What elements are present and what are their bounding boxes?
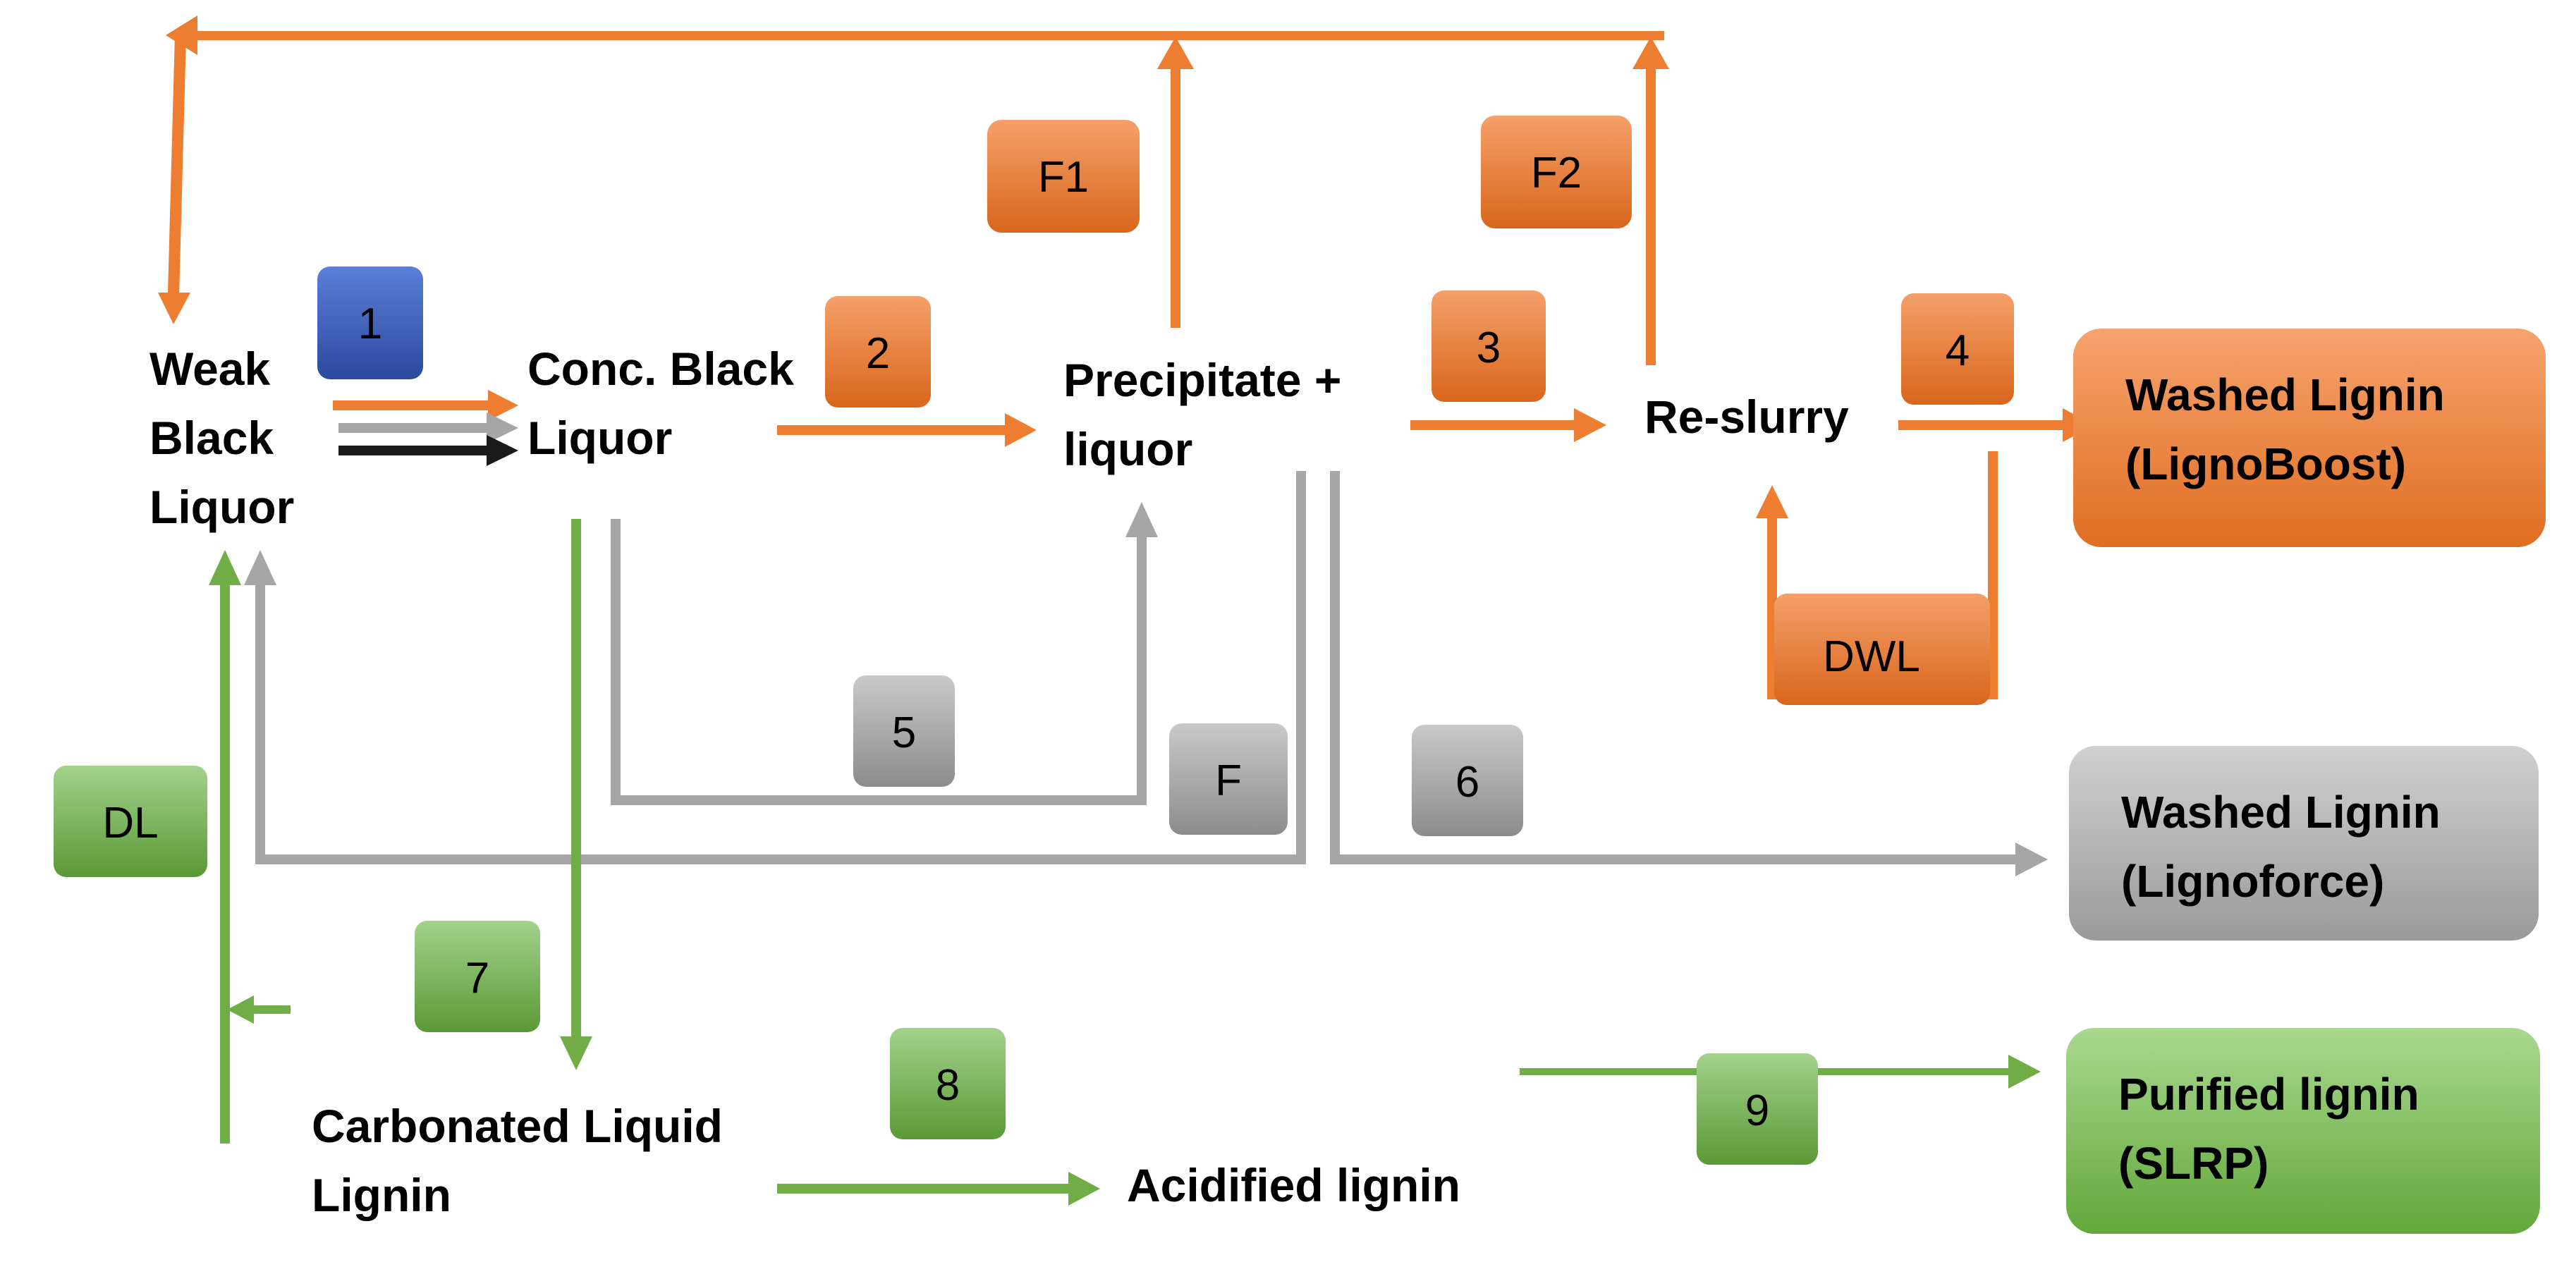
tag-8-label: 8 (936, 1061, 960, 1110)
product-slrp: Purified lignin (SLRP) (2066, 1028, 2540, 1234)
tag-9: 9 (1697, 1053, 1818, 1165)
tag-dwl: DWL (1774, 594, 1990, 705)
product-slrp-line-1: Purified lignin (2118, 1069, 2419, 1120)
tag-3-label: 3 (1477, 324, 1501, 372)
tag-dwl-label: DWL (1823, 632, 1920, 681)
tag-1: 1 (317, 267, 423, 379)
node-conc-line-2: Liquor (527, 412, 672, 464)
tag-7-label: 7 (465, 954, 489, 1003)
node-precipitate-liquor: Precipitate + liquor (1063, 354, 1341, 475)
tag-5: 5 (853, 675, 955, 787)
node-weak-black-liquor: Weak Black Liquor (149, 343, 294, 533)
product-lignoforce-line-2: (Lignoforce) (2121, 856, 2384, 907)
node-carb-line-2: Lignin (312, 1169, 451, 1221)
tag-2: 2 (825, 296, 931, 408)
product-lignoboost-line-2: (LignoBoost) (2125, 439, 2406, 489)
product-lignoboost-line-1: Washed Lignin (2125, 369, 2445, 420)
node-acidified-lignin: Acidified lignin (1127, 1159, 1460, 1211)
tag-9-label: 9 (1745, 1086, 1769, 1135)
product-lignoforce-line-1: Washed Lignin (2121, 787, 2441, 838)
tag-8: 8 (890, 1028, 1006, 1139)
node-weak-line-1: Weak (149, 343, 271, 395)
tag-f2-label: F2 (1531, 149, 1582, 197)
node-conc-black-liquor: Conc. Black Liquor (527, 343, 794, 464)
tag-5-label: 5 (892, 709, 916, 757)
tag-f2: F2 (1481, 116, 1632, 228)
node-weak-line-2: Black (149, 412, 274, 464)
gray-black-parallel-arrows (338, 412, 518, 466)
orange-process-arrows (333, 390, 2094, 699)
tag-6-label: 6 (1455, 758, 1479, 807)
product-lignoboost: Washed Lignin (LignoBoost) (2073, 329, 2546, 547)
node-precip-line-1: Precipitate + (1063, 354, 1341, 406)
node-re-slurry: Re-slurry (1644, 391, 1849, 443)
node-precip-line-2: liquor (1063, 423, 1192, 475)
tag-4-label: 4 (1946, 326, 1970, 375)
tag-f-label: F (1215, 756, 1242, 805)
node-conc-line-1: Conc. Black (527, 343, 794, 395)
tag-4: 4 (1901, 293, 2014, 405)
tag-f1-label: F1 (1038, 153, 1089, 202)
tag-2-label: 2 (866, 329, 890, 378)
node-weak-line-3: Liquor (149, 481, 294, 533)
node-carbonated-liquid-lignin: Carbonated Liquid Lignin (312, 1100, 723, 1221)
tag-dl-label: DL (102, 799, 158, 847)
node-carb-line-1: Carbonated Liquid (312, 1100, 723, 1152)
tag-6: 6 (1412, 725, 1523, 836)
tag-f1: F1 (987, 120, 1140, 233)
gray-process-arrows (244, 471, 2048, 876)
tag-7: 7 (415, 921, 540, 1032)
product-lignoforce: Washed Lignin (Lignoforce) (2069, 746, 2539, 941)
tag-1-label: 1 (358, 300, 382, 348)
tag-f: F (1169, 723, 1288, 835)
tag-3: 3 (1432, 290, 1546, 402)
tag-dl: DL (54, 766, 207, 877)
product-slrp-line-2: (SLRP) (2118, 1138, 2269, 1189)
orange-recycle-loop (158, 16, 1669, 365)
